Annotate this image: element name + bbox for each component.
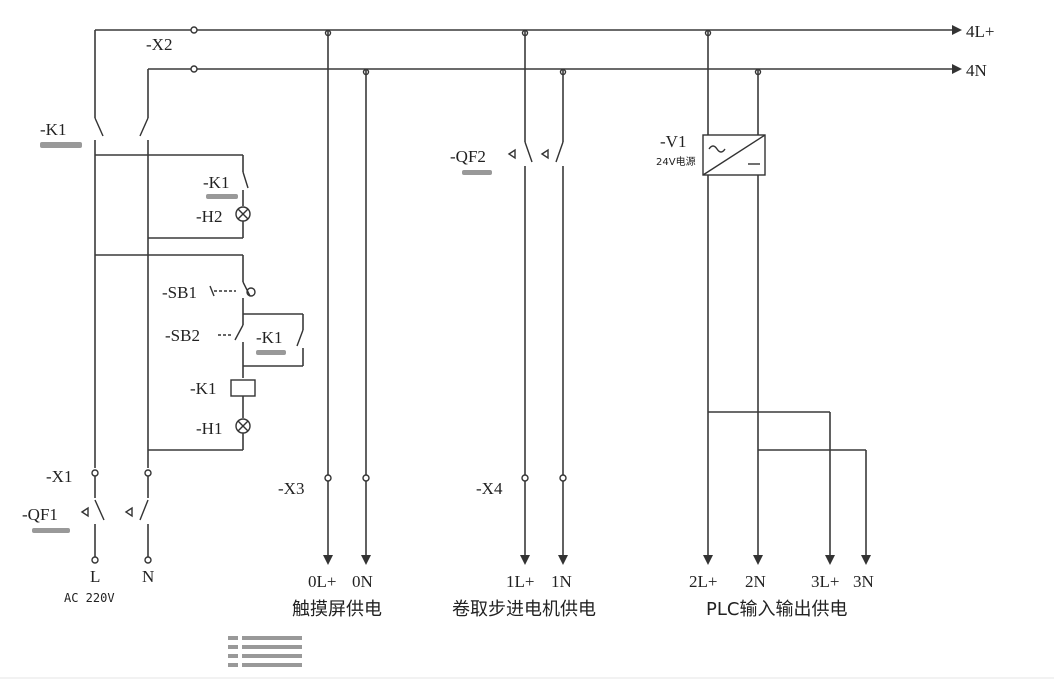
lamp-branch bbox=[95, 154, 251, 239]
touch-supply-feed bbox=[323, 29, 371, 565]
label-supply-l: L bbox=[90, 567, 100, 586]
legend-smudge bbox=[228, 636, 302, 667]
control-branch bbox=[95, 254, 304, 451]
bus-label-4l: 4L+ bbox=[966, 22, 994, 41]
label-sb2: -SB2 bbox=[165, 326, 200, 345]
label-3n: 3N bbox=[853, 572, 874, 591]
label-h1: -H1 bbox=[196, 419, 222, 438]
label-k1-hold: -K1 bbox=[256, 328, 282, 347]
label-ac-voltage: AC 220V bbox=[64, 591, 115, 605]
smudge-note bbox=[40, 142, 82, 148]
label-1n: 1N bbox=[551, 572, 572, 591]
label-k1-lamp: -K1 bbox=[203, 173, 229, 192]
caption-touch-screen: 触摸屏供电 bbox=[292, 599, 382, 620]
label-qf2: -QF2 bbox=[450, 147, 486, 166]
arrow-icon bbox=[952, 25, 962, 35]
label-0l: 0L+ bbox=[308, 572, 336, 591]
label-x3: -X3 bbox=[278, 479, 304, 498]
label-v1-note: 24V电源 bbox=[656, 155, 696, 168]
caption-plc: PLC输入输出供电 bbox=[706, 599, 847, 620]
label-2l: 2L+ bbox=[689, 572, 717, 591]
smudge-note bbox=[462, 170, 492, 175]
smudge-note bbox=[32, 528, 70, 533]
arrow-icon bbox=[952, 64, 962, 74]
label-0n: 0N bbox=[352, 572, 373, 591]
label-x2: -X2 bbox=[146, 35, 172, 54]
plc-supply-feed bbox=[702, 29, 871, 565]
label-sb1: -SB1 bbox=[162, 283, 197, 302]
caption-stepper: 卷取步进电机供电 bbox=[452, 599, 596, 620]
label-k1-main: -K1 bbox=[40, 120, 66, 139]
label-qf1: -QF1 bbox=[22, 505, 58, 524]
label-v1: -V1 bbox=[660, 132, 686, 151]
smudge-note bbox=[256, 350, 286, 355]
label-k1-coil: -K1 bbox=[190, 379, 216, 398]
label-x1: -X1 bbox=[46, 467, 72, 486]
bus-label-4n: 4N bbox=[966, 61, 987, 80]
bus-lines bbox=[95, 25, 962, 74]
label-h2: -H2 bbox=[196, 207, 222, 226]
stepper-supply-feed bbox=[507, 29, 568, 565]
supply-column-l bbox=[80, 30, 105, 564]
label-1l: 1L+ bbox=[506, 572, 534, 591]
supply-column-n bbox=[124, 69, 152, 564]
label-3l: 3L+ bbox=[811, 572, 839, 591]
smudge-note bbox=[206, 194, 238, 199]
label-supply-n: N bbox=[142, 567, 154, 586]
label-2n: 2N bbox=[745, 572, 766, 591]
label-x4: -X4 bbox=[476, 479, 503, 498]
